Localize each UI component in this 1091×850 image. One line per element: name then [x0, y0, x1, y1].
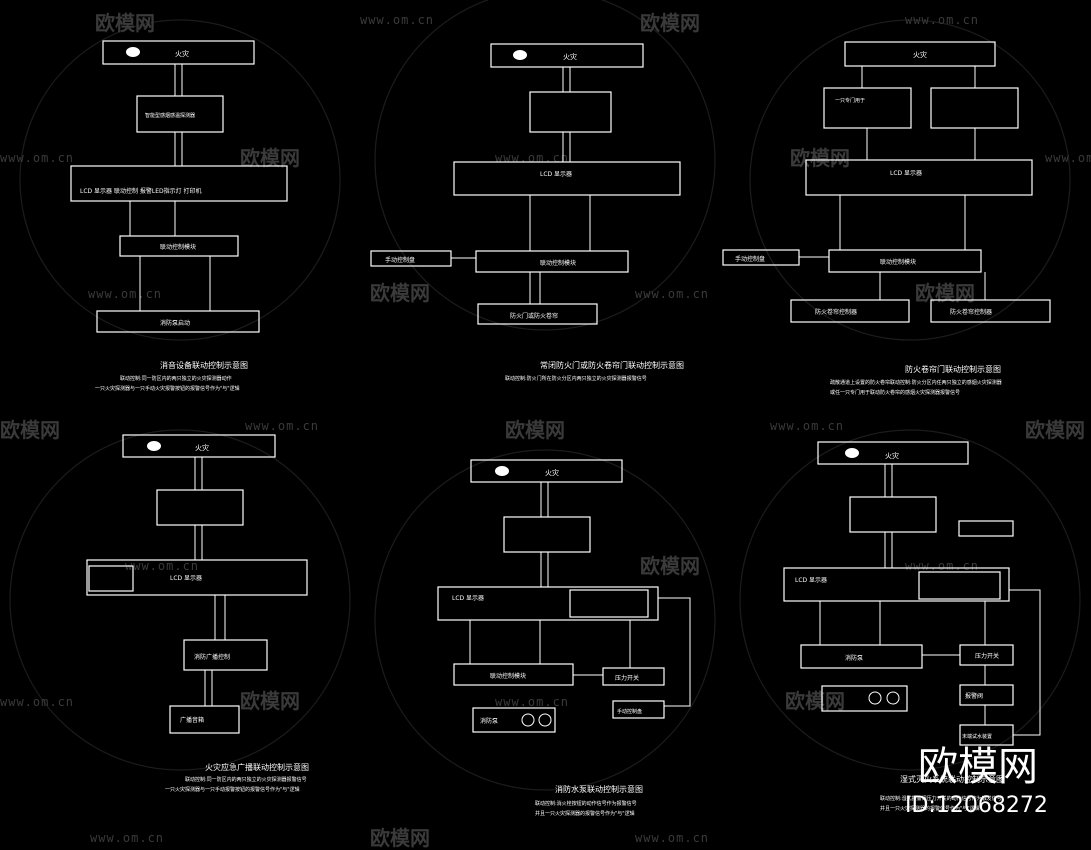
pump-icon — [868, 691, 900, 705]
box-module: 联动控制模块 — [540, 259, 576, 267]
watermark-url: www.om.cn — [495, 695, 569, 709]
box-shutter-2: 防火卷帘控制器 — [950, 308, 992, 316]
diagram-6-title: 湿式灭火系统联动控制示意图 — [900, 774, 1004, 784]
watermark-brand: 欧模网 — [785, 689, 845, 713]
box-pressure: 压力开关 — [615, 674, 639, 682]
box-fire: 火灾 — [563, 52, 577, 61]
box-manual: 手动控制盘 — [735, 255, 765, 263]
flame-icon — [845, 448, 859, 458]
corner-logo: 欧模网 ID:12068272 — [905, 744, 1048, 818]
diagram-4-note1: 联动控制:同一防区内的两只独立的火灾探测器报警信号 — [185, 776, 307, 783]
box-module: 联动控制模块 — [880, 258, 916, 266]
watermark-brand: 欧模网 — [915, 281, 975, 305]
diagram-5: 火灾 LCD 显示器 联动控制模块 压力开关 手动控制盘 消防泵 消防水泵联动控… — [437, 459, 691, 817]
watermark-url: www.om.cn — [1045, 151, 1091, 165]
box-alarm-valve: 报警阀 — [965, 692, 983, 700]
diagram-5-note2: 并且一只火灾探测器的报警信号作为"与"逻辑 — [535, 810, 635, 817]
box-door: 防火门或防火卷帘 — [510, 312, 558, 320]
corner-id: ID:12068272 — [905, 793, 1048, 818]
diagram-3: 火灾 一只专门用于 LCD 显示器 联动控制模块 防火卷帘控制器 防火卷帘控制器… — [722, 41, 1051, 396]
box-fire: 火灾 — [545, 468, 559, 477]
box-shutter-1: 防火卷帘控制器 — [815, 308, 857, 316]
box-controller: LCD 显示器 — [170, 575, 202, 582]
watermark-brand: 欧模网 — [640, 11, 700, 35]
box-broadcast: 消防广播控制 — [194, 653, 230, 661]
diagram-4-note2: 一只火灾探测器与一只手动报警按钮的报警信号作为"与"逻辑 — [165, 786, 300, 793]
watermark-brand: 欧模网 — [95, 11, 155, 35]
diagram-1: 火灾 智能型感烟感温探测器 LCD 显示器 联动控制 报警LED指示灯 打印机 … — [70, 40, 288, 392]
watermark-brand: 欧模网 — [505, 418, 565, 442]
flame-icon — [126, 47, 140, 57]
box-speaker: 广播音箱 — [180, 716, 204, 724]
box-fire: 火灾 — [195, 443, 209, 452]
watermark-url: www.om.cn — [905, 13, 979, 27]
corner-brand: 欧模网 — [918, 744, 1038, 790]
diagram-2-title: 常闭防火门或防火卷帘门联动控制示意图 — [540, 360, 684, 370]
box-module: 联动控制模块 — [160, 243, 196, 251]
watermark-brand: 欧模网 — [640, 554, 700, 578]
watermark-url: www.om.cn — [0, 151, 74, 165]
box-controller: LCD 显示器 — [540, 171, 572, 178]
watermark-url: www.om.cn — [905, 559, 979, 573]
box-manual: 手动控制盘 — [385, 256, 415, 264]
watermark-brand: 欧模网 — [1025, 418, 1085, 442]
box-pump: 消防泵 — [480, 717, 498, 725]
watermark-brand: 欧模网 — [790, 146, 850, 170]
diagram-3-note1: 疏散通道上设置的防火卷帘联动控制:防火分区内任两只独立的感烟火灾探测器 — [830, 379, 1002, 386]
box-fire: 火灾 — [175, 49, 189, 58]
diagram-3-note2: 或任一只专门用于联动防火卷帘的感烟火灾探测器报警信号 — [830, 389, 960, 396]
box-controller: LCD 显示器 联动控制 报警LED指示灯 打印机 — [80, 187, 202, 195]
box-detectors: 智能型感烟感温探测器 — [145, 112, 195, 119]
box-fire: 火灾 — [913, 50, 927, 59]
box-module: 联动控制模块 — [490, 672, 526, 680]
watermark-brand: 欧模网 — [370, 826, 430, 850]
watermark-url: www.om.cn — [88, 287, 162, 301]
pump-icon — [521, 713, 552, 727]
watermark-brand: 欧模网 — [240, 689, 300, 713]
diagram-4: 火灾 LCD 显示器 消防广播控制 广播音箱 火灾应急广播联动控制示意图 联动控… — [86, 434, 309, 793]
diagram-1-note1: 联动控制:同一防区内的两只独立的火灾探测器动作 — [120, 375, 232, 382]
diagram-1-note2: 一只火灾探测器与一只手动火灾报警按钮的报警信号作为"与"逻辑 — [95, 385, 240, 392]
watermark-url: www.om.cn — [495, 151, 569, 165]
diagram-5-note1: 联动控制:消火栓按钮的动作信号作为报警信号 — [535, 800, 637, 807]
flame-icon — [495, 466, 509, 476]
box-special-detector: 一只专门用于 — [835, 97, 865, 104]
watermark-url: www.om.cn — [90, 831, 164, 845]
watermark-url: www.om.cn — [635, 831, 709, 845]
watermark-url: www.om.cn — [635, 287, 709, 301]
watermark-url: www.om.cn — [770, 419, 844, 433]
watermark-brand: 欧模网 — [0, 418, 60, 442]
flame-icon — [147, 441, 161, 451]
flame-icon — [513, 50, 527, 60]
diagram-2-note1: 联动控制:防火门所在防火分区内两只独立的火灾探测器报警信号 — [505, 375, 647, 382]
watermark-url: www.om.cn — [245, 419, 319, 433]
box-test-device: 末端试水装置 — [962, 733, 992, 740]
watermark-circles — [9, 0, 1081, 791]
diagram-1-title: 消音设备联动控制示意图 — [160, 360, 248, 370]
diagram-6: 火灾 LCD 显示器 消防泵 压力开关 报警阀 末端试水装置 湿式灭火系统联动控… — [783, 441, 1041, 812]
diagram-2: 火灾 LCD 显示器 联动控制模块 防火门或防火卷帘 手动控制盘 常闭防火门或防… — [370, 43, 684, 382]
box-fire: 火灾 — [885, 451, 899, 460]
watermark-brand: 欧模网 — [370, 281, 430, 305]
diagram-3-title: 防火卷帘门联动控制示意图 — [905, 364, 1001, 374]
watermark-url: www.om.cn — [0, 695, 74, 709]
diagram-5-title: 消防水泵联动控制示意图 — [555, 784, 643, 794]
box-manual: 手动控制盘 — [617, 708, 642, 715]
diagram-4-title: 火灾应急广播联动控制示意图 — [205, 762, 309, 772]
box-controller: LCD 显示器 — [890, 170, 922, 177]
box-pump: 消防泵 — [845, 654, 863, 662]
box-pressure: 压力开关 — [975, 652, 999, 660]
diagram-6-note2: 并且一只火灾探测器的报警信号作为"与"逻辑 — [880, 805, 980, 812]
watermark-url: www.om.cn — [125, 559, 199, 573]
watermark-url: www.om.cn — [360, 13, 434, 27]
box-controller: LCD 显示器 — [452, 595, 484, 602]
box-controller: LCD 显示器 — [795, 577, 827, 584]
diagram-6-note1: 联动控制:湿式报警阀压力开关的动作信号作为触发信号 — [880, 795, 1002, 802]
box-pump: 消防泵启动 — [160, 319, 190, 327]
